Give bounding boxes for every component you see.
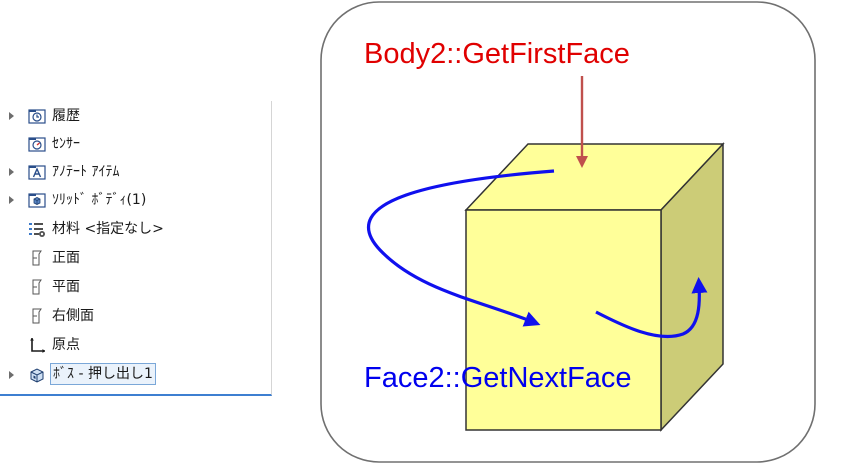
tree-item-history[interactable]: 履歴 bbox=[0, 103, 270, 129]
tree-item-sensors[interactable]: ｾﾝｻｰ bbox=[0, 131, 270, 157]
plane-icon bbox=[32, 250, 42, 266]
plane-icon bbox=[32, 308, 42, 324]
solid-body-folder-icon bbox=[28, 193, 46, 208]
tree-item-material[interactable]: 材料 <指定なし> bbox=[0, 216, 270, 242]
material-icon bbox=[29, 223, 45, 237]
tree-item-label: 材料 <指定なし> bbox=[52, 221, 164, 237]
expand-arrow-icon[interactable] bbox=[9, 168, 14, 176]
sensor-folder-icon bbox=[28, 137, 46, 152]
history-folder-icon bbox=[28, 109, 46, 124]
tree-item-label: 平面 bbox=[52, 279, 80, 295]
expand-arrow-icon[interactable] bbox=[9, 112, 14, 120]
expand-arrow-icon[interactable] bbox=[9, 371, 14, 379]
tree-item-annotations[interactable]: ｱﾉﾃｰﾄ ｱｲﾃﾑ bbox=[0, 159, 270, 185]
tree-item-label: ﾎﾞｽ - 押し出し1 bbox=[50, 363, 156, 385]
annotation-folder-icon bbox=[28, 165, 46, 180]
origin-icon bbox=[30, 338, 45, 353]
top-label: Body2::GetFirstFace bbox=[364, 38, 630, 70]
tree-item-label: 右側面 bbox=[52, 308, 94, 324]
tree-item-right-plane[interactable]: 右側面 bbox=[0, 303, 270, 329]
tree-item-origin[interactable]: 原点 bbox=[0, 332, 270, 358]
tree-item-label: 正面 bbox=[52, 250, 80, 266]
expand-arrow-icon[interactable] bbox=[9, 196, 14, 204]
bottom-label: Face2::GetNextFace bbox=[364, 362, 632, 394]
face-traversal-diagram: Body2::GetFirstFace Face2::GetNextFace bbox=[320, 1, 816, 463]
tree-item-label: ｱﾉﾃｰﾄ ｱｲﾃﾑ bbox=[52, 164, 120, 180]
tree-item-label: 履歴 bbox=[52, 108, 80, 124]
tree-item-label: 原点 bbox=[52, 337, 80, 353]
plane-icon bbox=[32, 279, 42, 295]
boss-extrude-icon bbox=[30, 368, 44, 383]
tree-item-label: ｿﾘｯﾄﾞ ﾎﾞﾃﾞｨ(1) bbox=[52, 192, 147, 208]
next-face-arrow bbox=[595, 277, 708, 339]
cube-front-face bbox=[465, 209, 662, 431]
tree-item-boss-extrude[interactable]: ﾎﾞｽ - 押し出し1 bbox=[0, 362, 270, 388]
tree-item-solid-bodies[interactable]: ｿﾘｯﾄﾞ ﾎﾞﾃﾞｨ(1) bbox=[0, 187, 270, 213]
feature-tree: 履歴 ｾﾝｻｰ ｱﾉﾃｰﾄ ｱｲﾃﾑ ｿﾘｯﾄﾞ ﾎﾞﾃﾞｨ(1) bbox=[0, 101, 272, 396]
tree-item-front-plane[interactable]: 正面 bbox=[0, 245, 270, 271]
tree-item-label: ｾﾝｻｰ bbox=[52, 136, 80, 152]
face-traversal-arrow bbox=[366, 169, 555, 327]
tree-item-top-plane[interactable]: 平面 bbox=[0, 274, 270, 300]
